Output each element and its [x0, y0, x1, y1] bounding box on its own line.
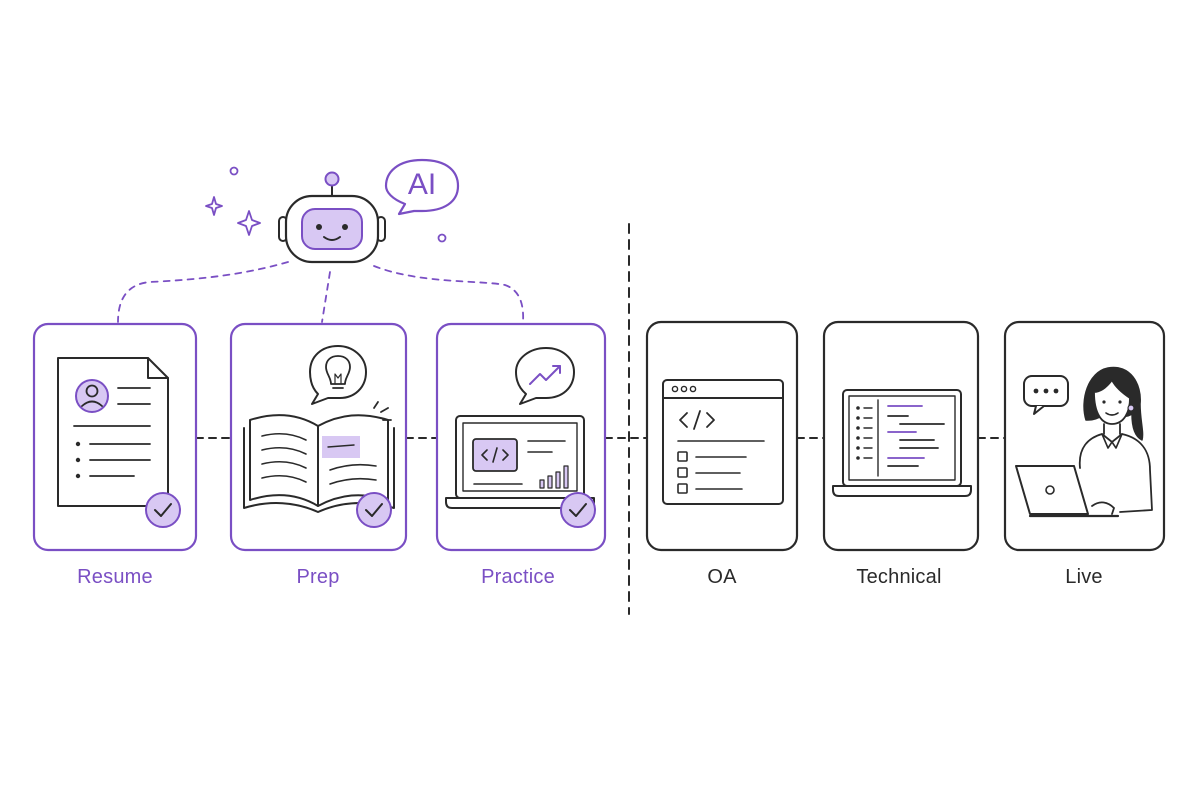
person-laptop-icon [1015, 366, 1153, 518]
stage-label-technical: Technical [856, 566, 942, 588]
resume-document-icon [57, 357, 169, 507]
browser-code-checklist-icon [662, 379, 784, 505]
stage-label-resume: Resume [77, 566, 153, 588]
lightbulb-bubble-icon [309, 345, 367, 405]
open-book-icon [243, 401, 395, 513]
chat-bubble-icon [1023, 375, 1069, 415]
sparkle-icon [205, 166, 447, 243]
stage-label-oa: OA [707, 566, 737, 588]
robot-connectors [117, 261, 525, 323]
ai-speech-text: AI [407, 168, 437, 201]
laptop-code-chart-icon [445, 415, 595, 509]
ai-robot-icon [278, 171, 386, 264]
stage-label-live: Live [1065, 566, 1103, 588]
laptop-code-editor-icon [832, 389, 972, 497]
practice-check-icon [560, 492, 596, 528]
prep-check-icon [356, 492, 392, 528]
resume-check-icon [145, 492, 181, 528]
stage-label-practice: Practice [481, 566, 555, 588]
stage-label-prep: Prep [296, 566, 340, 588]
chart-bubble-icon [515, 347, 575, 405]
ai-speech-bubble-icon [384, 158, 460, 216]
